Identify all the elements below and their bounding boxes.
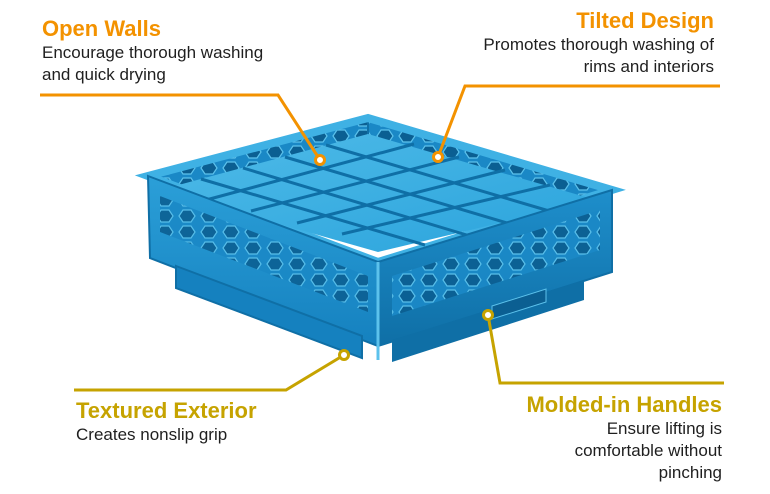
callout-title: Tilted Design — [576, 8, 714, 33]
callout-description: Creates nonslip grip — [76, 425, 228, 444]
callout-description: Ensure lifting is comfortable without pi… — [574, 419, 722, 482]
callout-title: Molded-in Handles — [526, 392, 722, 417]
callout-tilted-design: Tilted Design Promotes thorough washing … — [414, 8, 714, 78]
rack-base-left — [175, 264, 363, 360]
dish-rack — [134, 113, 626, 362]
callout-textured-exterior: Textured Exterior Creates nonslip grip — [76, 398, 336, 446]
callout-title: Open Walls — [42, 16, 161, 41]
callout-open-walls: Open Walls Encourage thorough washing an… — [42, 16, 332, 86]
callout-description: Encourage thorough washing and quick dry… — [42, 43, 264, 84]
leader-textured-exterior — [74, 349, 350, 392]
callout-molded-handles: Molded-in Handles Ensure lifting is comf… — [482, 392, 722, 484]
callout-description: Promotes thorough washing of rims and in… — [483, 35, 714, 76]
rack-grid-lines — [200, 142, 557, 247]
rack-front-left-hexband — [160, 196, 368, 312]
leader-tilted-design — [432, 84, 720, 163]
rack-grid-area — [160, 134, 596, 252]
leader-molded-handles — [482, 309, 724, 385]
rack-front-right-hexband — [392, 210, 600, 316]
callout-title: Textured Exterior — [76, 398, 257, 423]
leader-open-walls — [40, 93, 326, 166]
